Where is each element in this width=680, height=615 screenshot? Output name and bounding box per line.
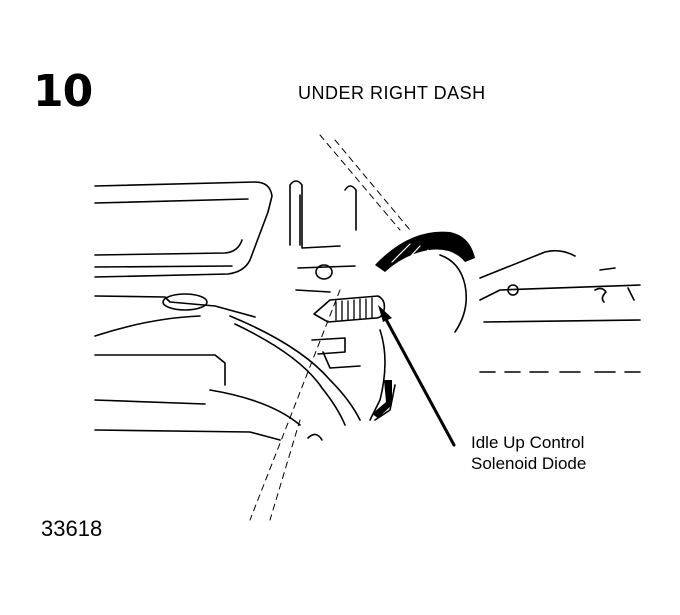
- reference-number: 33618: [41, 516, 103, 541]
- callout-arrowhead: [378, 305, 392, 322]
- callout-leader-line: [380, 310, 456, 447]
- lower-arc: [307, 433, 323, 441]
- dash-edges: [249, 134, 411, 521]
- cables: [209, 315, 396, 426]
- cap-oval: [162, 293, 208, 311]
- wire-harness: [375, 231, 475, 333]
- figure-number: 10: [33, 66, 93, 117]
- cable-black: [372, 380, 392, 418]
- dash-panel: [94, 181, 281, 441]
- clips: [311, 264, 361, 369]
- solenoid-diode-component: [313, 295, 386, 323]
- blower-case: [479, 249, 641, 373]
- callout-line-2: Solenoid Diode: [471, 454, 587, 473]
- callout-line-1: Idle Up Control: [471, 433, 585, 452]
- callout-label: Idle Up Control Solenoid Diode: [471, 432, 586, 474]
- mounting-brackets: [289, 180, 357, 293]
- figure-title: UNDER RIGHT DASH: [298, 83, 486, 103]
